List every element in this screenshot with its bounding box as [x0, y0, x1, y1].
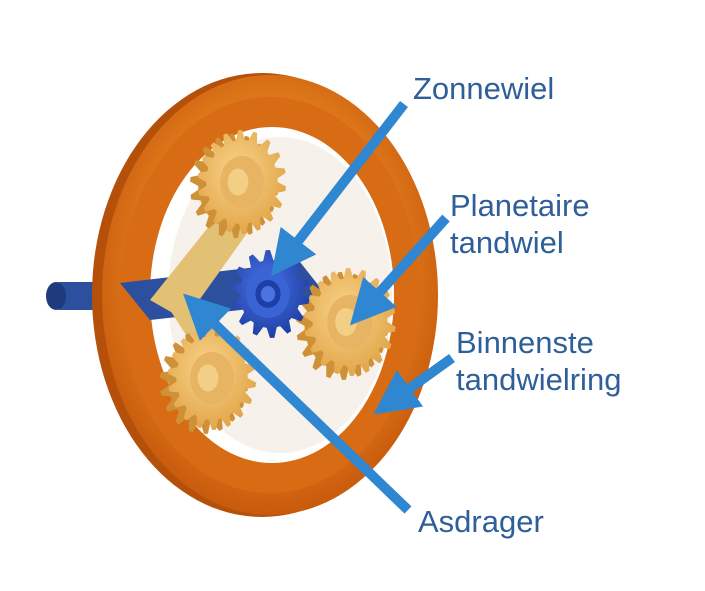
arrow-sun [270, 100, 408, 277]
sun-gear-hub-3 [260, 286, 276, 302]
planet-gear-1 [190, 130, 286, 238]
arrow-planet [350, 214, 450, 326]
label-sun-gear: Zonnewiel [413, 71, 555, 106]
label-ring-gear: Binnenste tandwielring [456, 324, 621, 398]
label-planet-line-2: tandwiel [450, 225, 564, 260]
label-planet-gear: Planetaire tandwiel [450, 187, 590, 261]
label-ring-line-2: tandwielring [456, 362, 622, 397]
label-planet-line-1: Planetaire [450, 188, 590, 223]
arrow-carrier [183, 293, 412, 514]
arrows [183, 100, 455, 514]
planet-gear-3 [160, 326, 256, 434]
arrow-ring [373, 353, 455, 415]
planet-gears [160, 130, 396, 434]
label-ring-line-1: Binnenste [456, 325, 594, 360]
label-carrier: Asdrager [418, 504, 544, 539]
